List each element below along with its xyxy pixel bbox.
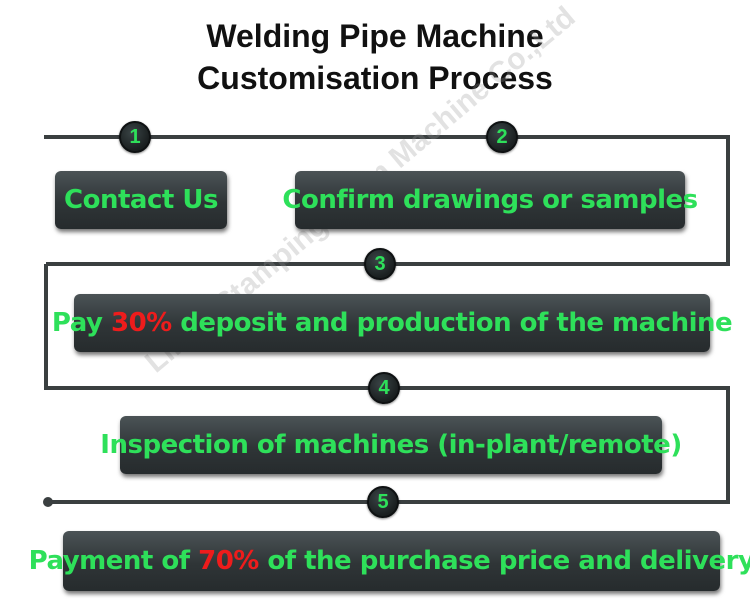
step-5-box: Payment of 70% of the purchase price and…: [29, 531, 750, 591]
step-3-text: Pay 30% deposit and production of the ma…: [51, 308, 733, 338]
step-5-text-before: Payment of: [28, 546, 199, 576]
title-line-1: Welding Pipe Machine: [206, 18, 544, 54]
step-1-box: Contact Us: [55, 171, 227, 229]
step-1-text: Contact Us: [64, 185, 218, 215]
step-4-box: Inspection of machines (in-plant/remote): [100, 416, 682, 474]
step-3-badge: 3: [364, 248, 396, 280]
step-5-badge: 5: [367, 486, 399, 518]
step-2-text: Confirm drawings or samples: [282, 185, 698, 215]
flow-line-3-4: [44, 264, 730, 504]
step-5-text-after: of the purchase price and delivery: [258, 546, 750, 576]
step-2-box: Confirm drawings or samples: [282, 171, 698, 229]
title-line-2: Customisation Process: [197, 60, 553, 96]
step-4-badge: 4: [368, 372, 400, 404]
flow-end-dot: [43, 497, 53, 507]
step-2-badge: 2: [486, 121, 518, 153]
step-4-text: Inspection of machines (in-plant/remote): [100, 430, 682, 460]
step-1-badge: 1: [119, 121, 151, 153]
step-3-percent-highlight: 30%: [110, 308, 172, 338]
step-5-text: Payment of 70% of the purchase price and…: [29, 546, 750, 576]
step-3-text-before: Pay: [51, 308, 111, 338]
step-3-text-after: deposit and production of the machine: [171, 308, 733, 338]
step-5-percent-highlight: 70%: [198, 546, 259, 576]
step-3-box: Pay 30% deposit and production of the ma…: [52, 294, 733, 352]
